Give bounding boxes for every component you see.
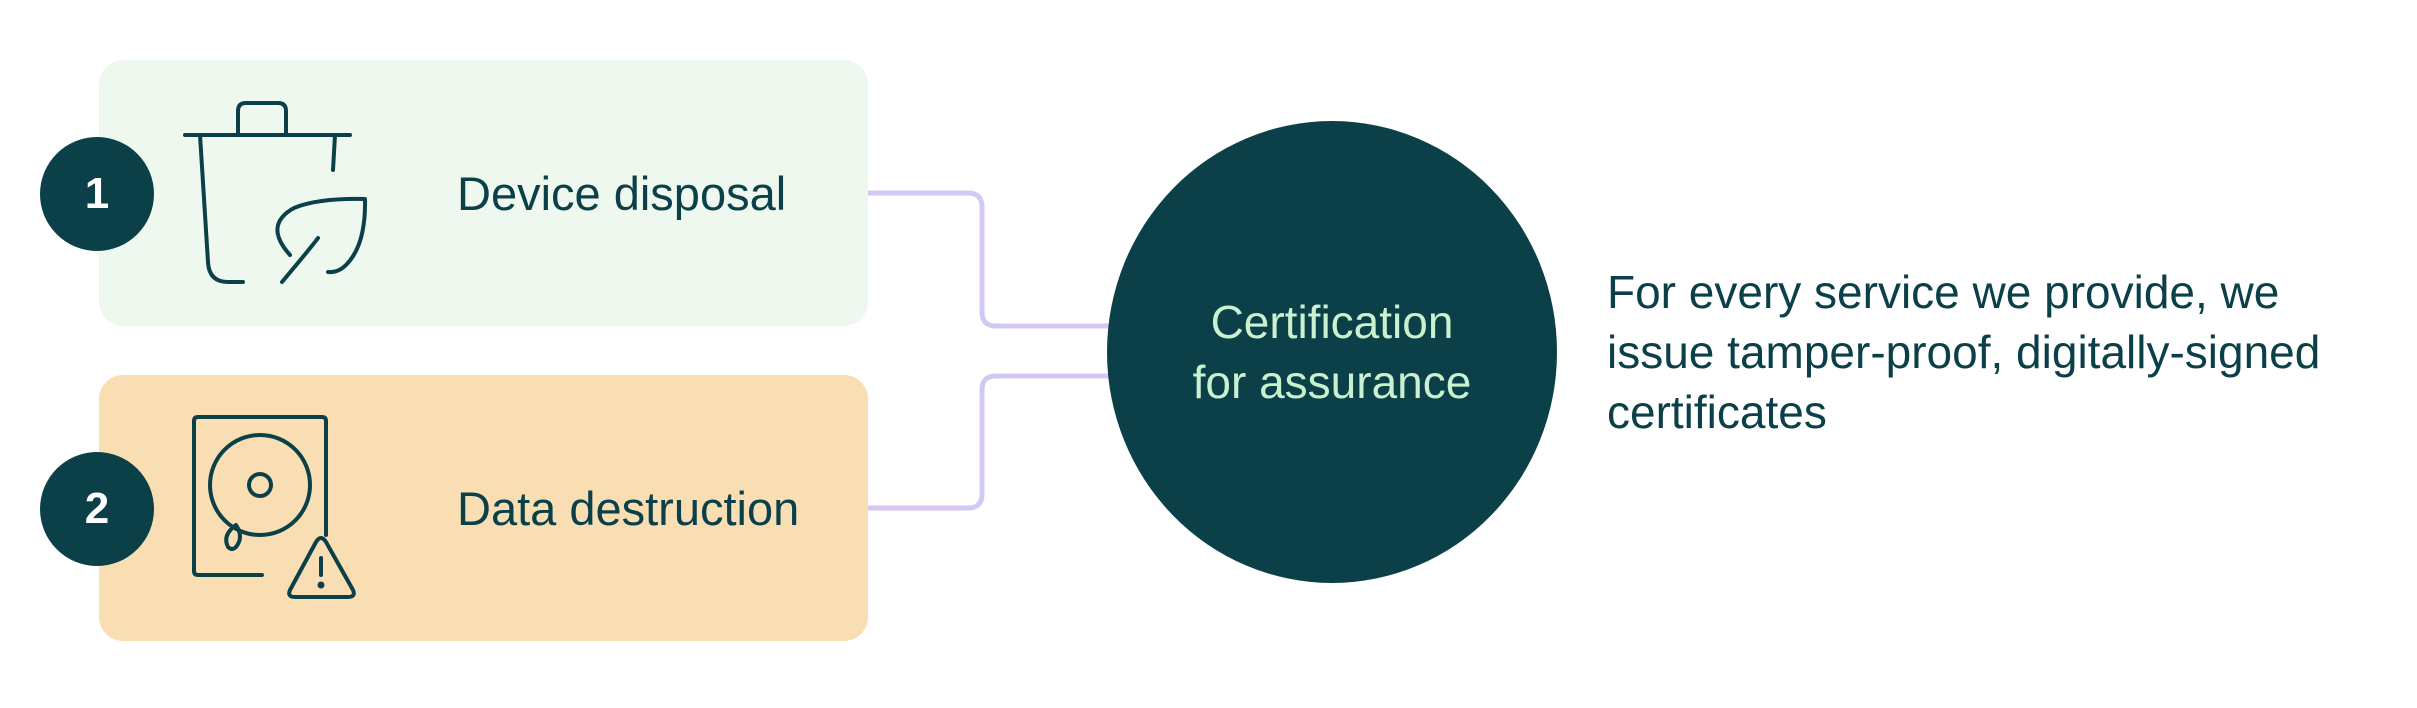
connector-line-1 <box>868 190 1110 329</box>
step-number-badge-1: 1 <box>40 137 154 251</box>
hub-title-line-2: for assurance <box>1192 356 1472 408</box>
step-label-device-disposal: Device disposal <box>457 167 787 220</box>
step-card-data-destruction <box>99 375 868 641</box>
certification-hub-circle: Certification for assurance <box>1107 121 1557 583</box>
hub-title-line-1: Certification <box>1210 296 1454 348</box>
hard-drive-warning-icon <box>192 415 356 599</box>
recycle-bin-leaf-icon <box>183 101 368 284</box>
certification-description: For every service we provide, we issue t… <box>1607 266 2321 438</box>
connector-line-2 <box>868 373 1110 511</box>
step-label-data-destruction: Data destruction <box>457 482 800 535</box>
step-number-badge-2: 2 <box>40 452 154 566</box>
